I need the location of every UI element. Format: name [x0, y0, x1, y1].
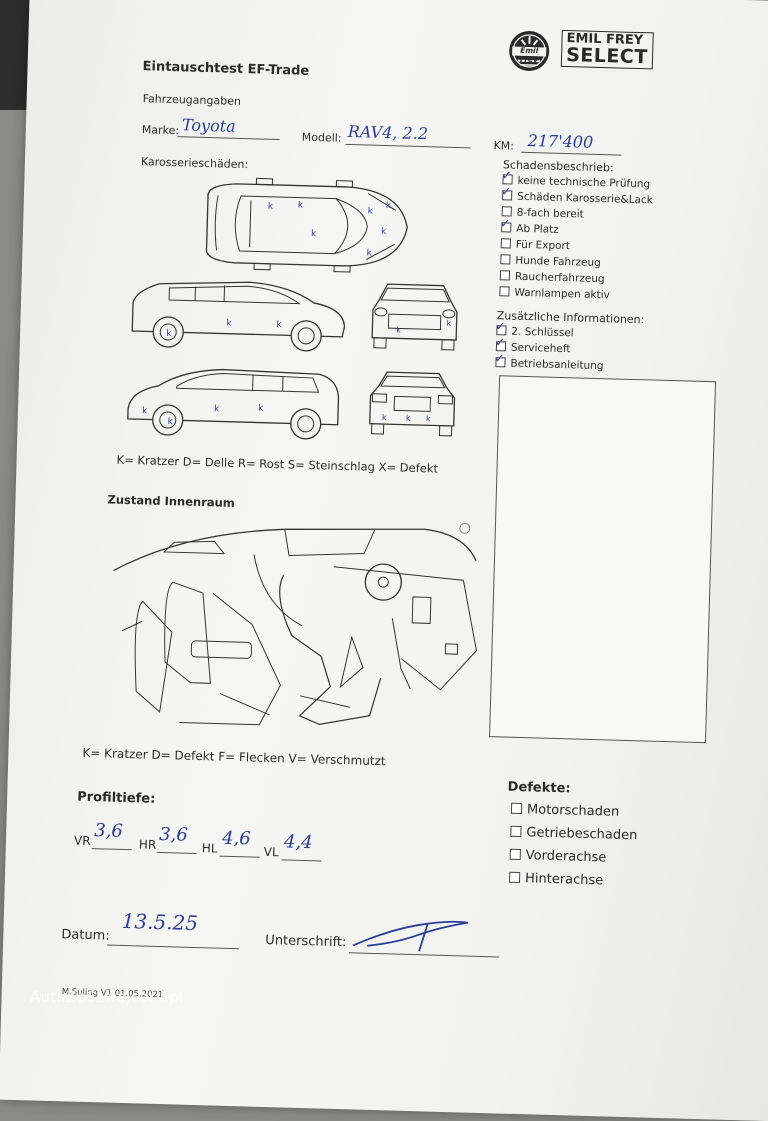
- car-side-view-right-diagram: k k k: [128, 273, 352, 354]
- car-side-view-left-diagram: k k k k: [121, 361, 345, 442]
- svg-text:k: k: [142, 406, 148, 416]
- vl-label: VL: [263, 844, 279, 860]
- svg-text:k: k: [166, 329, 172, 339]
- damage-description-heading: Schadensbeschrieb:: [502, 158, 614, 175]
- signature-icon: [347, 909, 488, 957]
- logo-text-2: SELECT: [565, 44, 649, 69]
- vr-line: [91, 848, 132, 851]
- hr-line: [156, 851, 197, 854]
- hl-value: 4,6: [221, 827, 252, 850]
- checkbox-icon[interactable]: [508, 871, 521, 884]
- unterschrift-label: Unterschrift:: [265, 932, 347, 951]
- hl-line: [219, 855, 260, 858]
- checkbox-icon[interactable]: [502, 190, 513, 201]
- marke-value: Toyota: [181, 115, 236, 136]
- svg-text:k: k: [168, 417, 174, 427]
- modell-label: Modell:: [301, 130, 342, 145]
- checkbox-icon[interactable]: [496, 325, 507, 336]
- additional-info-list: 2. Schlüssel Serviceheft Betriebsanleitu…: [495, 325, 604, 376]
- km-label: KM:: [493, 139, 515, 153]
- svg-text:k: k: [368, 207, 374, 217]
- modell-line: [345, 143, 471, 149]
- checkbox-icon[interactable]: [499, 270, 511, 281]
- svg-text:k: k: [396, 325, 401, 334]
- tread-heading: Profiltiefe:: [76, 789, 156, 807]
- checkbox-icon[interactable]: [510, 825, 522, 838]
- defects-list: Motorschaden Getriebeschaden Vorderachse…: [508, 802, 639, 898]
- body-damage-heading: Karosserieschäden:: [140, 155, 249, 172]
- form-title: Eintauschtest EF-Trade: [142, 59, 310, 79]
- checkbox-icon[interactable]: [509, 848, 521, 861]
- checkbox-icon[interactable]: [501, 206, 512, 217]
- defect-item[interactable]: Hinterachse: [508, 871, 637, 898]
- damage-item[interactable]: Warnlampen aktiv: [499, 286, 650, 306]
- checkbox-icon[interactable]: [510, 802, 523, 815]
- svg-text:k: k: [311, 229, 317, 239]
- marke-line: [177, 136, 280, 141]
- car-front-view-diagram: k k: [366, 280, 464, 355]
- vr-value: 3,6: [93, 820, 124, 842]
- additional-info-heading: Zusätzliche Informationen:: [496, 309, 645, 327]
- datum-label: Datum:: [61, 927, 110, 944]
- modell-value: RAV4, 2.2: [347, 121, 429, 144]
- checkbox-icon[interactable]: [501, 222, 512, 233]
- checkbox-icon[interactable]: [499, 286, 510, 297]
- svg-text:k: k: [276, 320, 282, 330]
- datum-value: 13.5.25: [121, 908, 199, 936]
- emil-frey-select-logo: EMIL FREY SELECT: [560, 29, 654, 70]
- svg-text:k: k: [258, 404, 264, 414]
- info-item[interactable]: Betriebsanleitung: [495, 357, 604, 376]
- svg-text:k: k: [268, 202, 274, 212]
- car-top-view-diagram: k k k k k k k: [194, 175, 417, 276]
- car-rear-view-diagram: k k k: [363, 368, 461, 443]
- svg-text:k: k: [226, 319, 232, 329]
- watermark: AutaZeSzwajcarii.pl: [30, 988, 184, 1006]
- hl-label: HL: [201, 841, 218, 856]
- checkbox-icon[interactable]: [502, 174, 513, 185]
- vl-value: 4,4: [283, 831, 313, 854]
- svg-text:k: k: [446, 319, 451, 328]
- svg-text:k: k: [214, 404, 220, 414]
- vr-label: VR: [73, 833, 91, 849]
- damage-description-list: keine technische Prüfung Schäden Karosse…: [499, 174, 653, 306]
- svg-text:k: k: [298, 201, 304, 211]
- svg-text:k: k: [406, 414, 411, 423]
- interior-heading: Zustand Innenraum: [107, 492, 235, 510]
- svg-text:k: k: [381, 227, 387, 237]
- svg-text:k: k: [382, 413, 387, 422]
- datum-line: [107, 944, 240, 950]
- svg-text:k: k: [386, 201, 392, 211]
- hr-value: 3,6: [158, 823, 189, 846]
- svg-text:k: k: [366, 249, 372, 259]
- interior-legend: K= Kratzer D= Defekt F= Flecken V= Versc…: [82, 745, 386, 769]
- defects-heading: Defekte:: [507, 779, 571, 797]
- emil-frey-logo-icon: Emil Frey: [506, 27, 553, 74]
- km-value: 217'400: [527, 130, 594, 152]
- checkbox-icon[interactable]: [500, 254, 511, 265]
- logo-brand-text: Emil Frey: [519, 45, 539, 65]
- notes-box[interactable]: [489, 375, 717, 744]
- marke-label: Marke:: [141, 123, 180, 138]
- svg-text:k: k: [426, 414, 431, 423]
- checkbox-icon[interactable]: [495, 357, 506, 368]
- hr-label: HR: [138, 837, 157, 852]
- vl-line: [281, 859, 322, 862]
- vehicle-section-heading: Fahrzeugangaben: [142, 92, 242, 108]
- checkbox-icon[interactable]: [500, 238, 511, 249]
- body-damage-legend: K= Kratzer D= Delle R= Rost S= Steinschl…: [116, 452, 439, 476]
- checkbox-icon[interactable]: [495, 341, 507, 352]
- car-interior-diagram: [99, 510, 485, 741]
- km-line: [521, 151, 622, 156]
